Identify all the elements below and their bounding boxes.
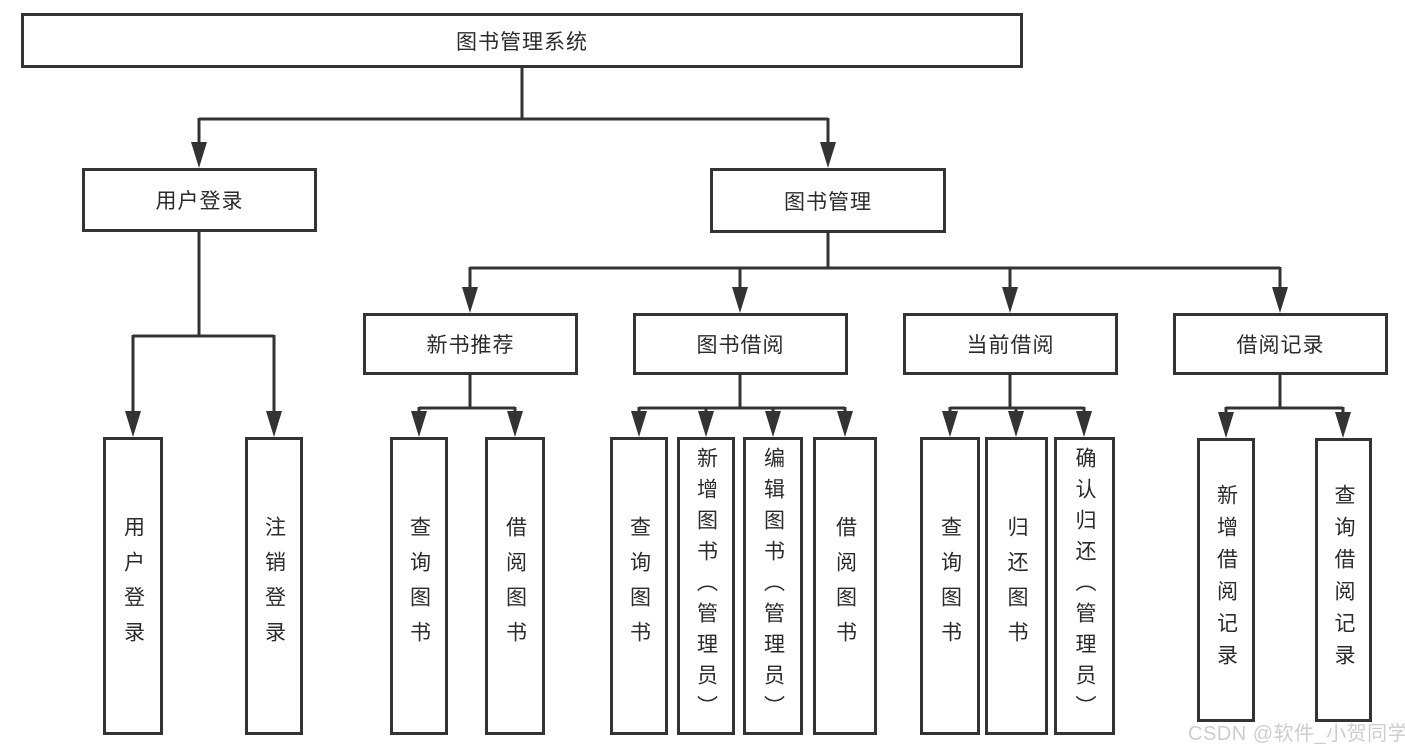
node-new-book-recommend: 新书推荐 — [363, 313, 578, 375]
leaf-records-query-record: 查询借阅记录 — [1315, 438, 1372, 722]
leaf-current-query-books: 查询图书 — [920, 437, 980, 735]
leaf-recommend-query-books: 查询图书 — [390, 437, 448, 735]
node-user-login: 用户登录 — [82, 168, 317, 232]
leaf-current-return-books: 归还图书 — [985, 437, 1048, 735]
leaf-borrow-edit-books-admin: 编辑图书（管理员） — [743, 437, 803, 735]
leaf-user-login: 用户登录 — [103, 437, 163, 735]
leaf-records-add-record: 新增借阅记录 — [1197, 438, 1255, 722]
node-book-borrow: 图书借阅 — [633, 313, 848, 375]
leaf-borrow-add-books-admin: 新增图书（管理员） — [677, 437, 735, 735]
node-book-management: 图书管理 — [710, 168, 946, 233]
leaf-borrow-borrow-books: 借阅图书 — [813, 437, 877, 735]
csdn-watermark: CSDN @软件_小贺同学 — [1188, 723, 1405, 745]
leaf-logout: 注销登录 — [245, 437, 303, 735]
node-current-borrow: 当前借阅 — [903, 313, 1118, 375]
node-borrow-records: 借阅记录 — [1173, 313, 1388, 375]
leaf-borrow-query-books: 查询图书 — [610, 437, 668, 735]
node-root-library-system: 图书管理系统 — [21, 13, 1023, 68]
leaf-current-confirm-return-admin: 确认归还（管理员） — [1054, 437, 1115, 735]
leaf-recommend-borrow-books: 借阅图书 — [485, 437, 545, 735]
